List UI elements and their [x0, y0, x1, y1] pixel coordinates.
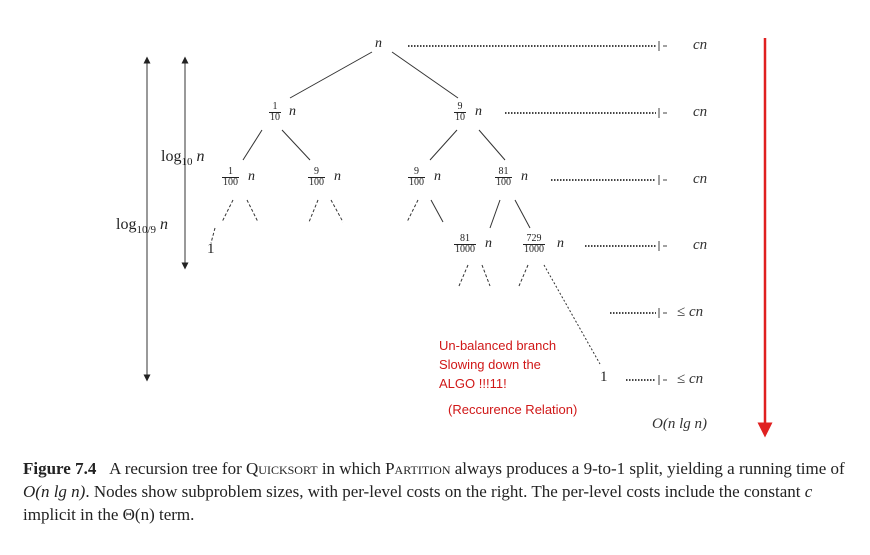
- node-var: n: [434, 169, 441, 184]
- node-var: n: [289, 104, 296, 119]
- depth-label-short: log10 n: [161, 148, 205, 169]
- figure-caption: Figure 7.4 A recursion tree for Quicksor…: [23, 459, 845, 524]
- node-var: n: [521, 169, 528, 184]
- level-cost: cn: [693, 104, 708, 120]
- level-cost: cn: [693, 37, 708, 53]
- node-var: n: [557, 236, 564, 251]
- node-var: n: [475, 104, 482, 119]
- node-var: n: [248, 169, 255, 184]
- edge: [289, 51, 373, 99]
- annotation-note: Un-balanced branch Slowing down the ALGO…: [439, 338, 557, 391]
- level-cost: cn: [693, 237, 708, 253]
- leaf-right: 1: [600, 369, 608, 385]
- level-cost: cn: [693, 171, 708, 187]
- node-var: n: [334, 169, 341, 184]
- level-cost: ≤ cn: [677, 371, 704, 387]
- level-cost: ≤ cn: [677, 304, 704, 320]
- leaf-left: 1: [207, 241, 215, 257]
- root-node: n: [375, 36, 382, 51]
- annotation-relation: (Reccurence Relation): [448, 402, 578, 417]
- depth-label-long: log10/9 n: [116, 216, 169, 237]
- node-var: n: [485, 236, 492, 251]
- total-cost: O(n lg n): [652, 416, 707, 432]
